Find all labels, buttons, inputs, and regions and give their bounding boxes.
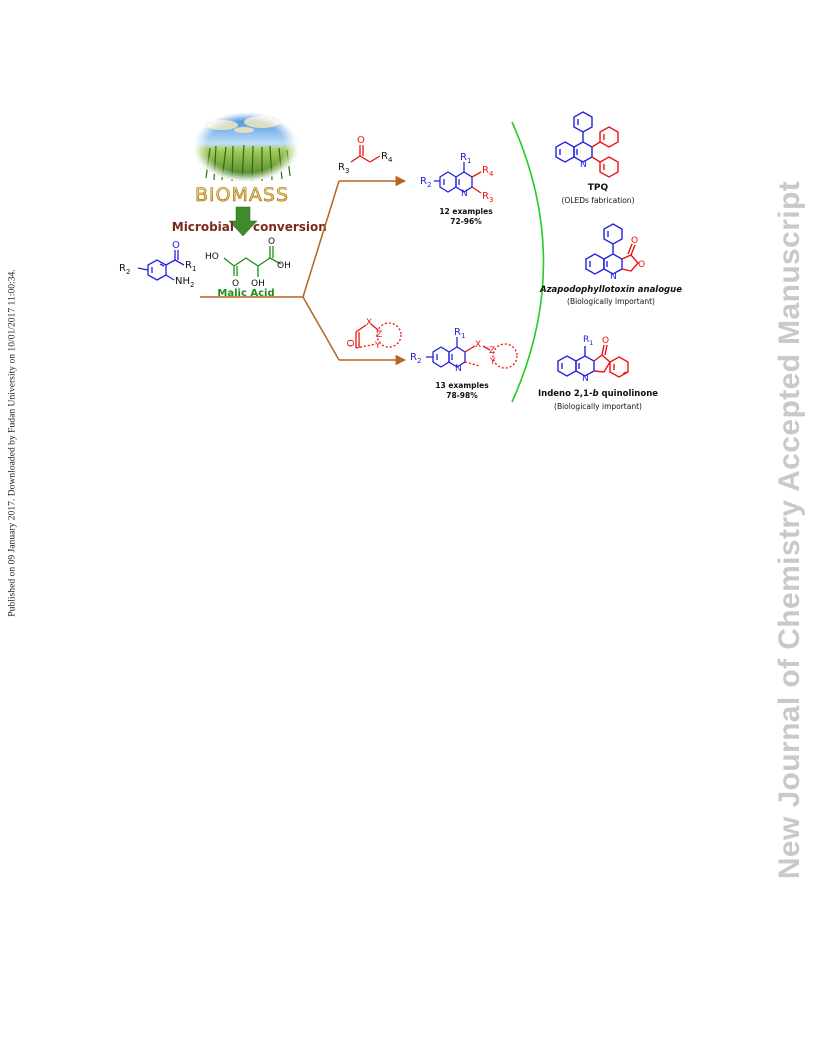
azapodophyllotoxin-structure [585, 223, 623, 275]
tpq-structure [555, 111, 593, 163]
malic-acid-structure [223, 246, 282, 277]
indeno-n: N [582, 374, 589, 384]
qbot-n: N [455, 364, 462, 374]
microbial-label: Microbial [172, 220, 234, 234]
qbot-x: X [475, 340, 481, 350]
top-yield: 72-96% [450, 217, 482, 226]
indeno-note: (Biologically important) [554, 402, 642, 411]
down-arrow-icon [228, 206, 258, 237]
qbot-y: Y [489, 357, 496, 367]
start-o: O [172, 240, 180, 251]
reagent-r3: R3 [338, 162, 349, 175]
malic-acid-label: Malic Acid [217, 288, 274, 299]
malic-ho: HO [205, 252, 219, 262]
indeno-r1: R1 [583, 335, 593, 347]
reagent-o: O [357, 135, 365, 146]
quinoline-product-bottom-structure [426, 337, 466, 368]
indeno-label: Indeno 2,1-b quinolinone [538, 389, 658, 399]
reagent-r4: R4 [381, 151, 393, 164]
qtop-r3: R3 [482, 191, 493, 204]
qtop-r1: R1 [460, 152, 471, 165]
indenoquinolinone-structure [557, 346, 595, 377]
aza-n: N [610, 272, 617, 282]
indeno-o: O [602, 336, 609, 346]
cyclic-z: Z [376, 330, 382, 340]
tpq-note: (OLEDs fabrication) [562, 196, 635, 205]
qtop-n: N [461, 189, 468, 199]
top-examples: 12 examples [439, 207, 493, 216]
aminoketone-structure [137, 250, 185, 281]
malic-oh-right: OH [277, 261, 291, 271]
aza-label: Azapodophyllotoxin analogue [539, 285, 682, 295]
tpq-label: TPQ [588, 183, 609, 193]
aza-o-ring: O [638, 260, 645, 270]
ketone-reagent-structure [350, 145, 381, 163]
malic-oh-bottom: OH [251, 279, 265, 289]
aza-note: (Biologically important) [567, 297, 655, 306]
aza-o: O [631, 236, 638, 246]
malic-o-right: O [268, 237, 275, 247]
application-brace [511, 121, 545, 403]
cyclic-ketone-reagent-structure [355, 322, 402, 349]
biomass-cornfield-image [194, 113, 298, 182]
malic-o-left: O [232, 279, 239, 289]
qtop-r2: R2 [420, 176, 431, 189]
tpq-n: N [580, 160, 587, 170]
conversion-label: conversion [253, 220, 327, 234]
start-r2: R2 [119, 263, 130, 276]
qbot-z: Z [489, 346, 495, 356]
start-r1: R1 [185, 260, 196, 273]
bottom-yield: 78-98% [446, 391, 478, 400]
reaction-arrows [200, 175, 407, 366]
quinoline-product-top-structure [434, 162, 473, 193]
start-nh2: NH2 [175, 276, 194, 289]
cyclic-x: X [366, 318, 372, 328]
cyclic-o: O [346, 339, 357, 347]
biomass-label: BIOMASS [195, 184, 289, 206]
qbot-r1: R1 [454, 327, 465, 340]
bottom-examples: 13 examples [435, 381, 489, 390]
qtop-r4: R4 [482, 165, 494, 178]
cyclic-y: Y [374, 341, 381, 351]
qbot-r2: R2 [410, 352, 421, 365]
